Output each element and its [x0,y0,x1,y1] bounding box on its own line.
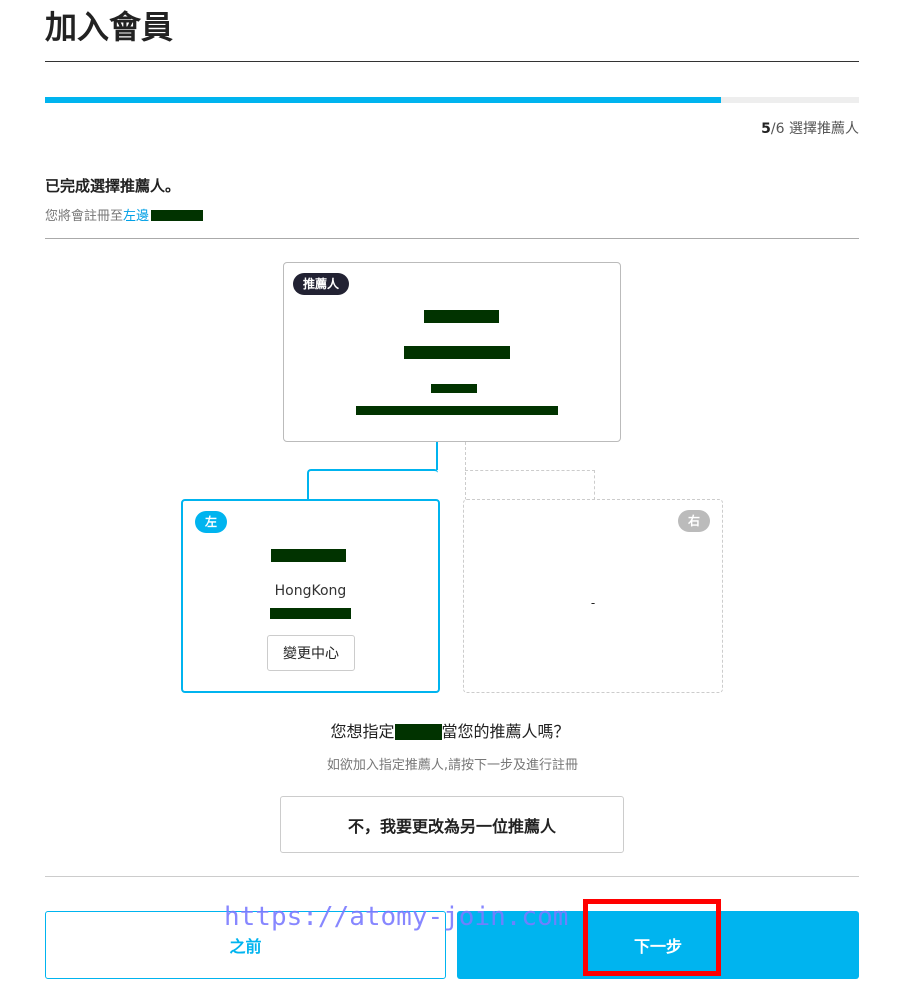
question-suffix: 當您的推薦人嗎？ [441,722,570,741]
sub-side: 左邊 [123,209,150,224]
divider [45,61,859,62]
redaction [424,310,499,323]
tree-connector-dashed [465,442,595,500]
page-title: 加入會員 [45,8,174,46]
status-heading: 已完成選擇推薦人。 [45,177,181,195]
step-indicator: 5/6 選擇推薦人 [761,118,859,138]
watermark: https://atomy-join.com [224,902,569,932]
progress-bar [45,97,859,103]
right-badge: 右 [677,510,710,532]
prev-button[interactable]: 之前 [45,911,446,979]
redaction [394,724,442,740]
left-city: HongKong [274,583,347,599]
sub-prefix: 您將會註冊至 [45,209,124,224]
step-label: 選擇推薦人 [789,121,859,137]
redaction [270,608,351,619]
redaction [271,549,346,562]
left-badge: 左 [195,511,228,533]
divider [45,238,859,239]
tree-connector [436,442,438,470]
step-current: 5 [761,121,771,137]
confirm-hint: 如欲加入指定推薦人,請按下一步及進行註冊 [326,758,579,773]
divider [45,876,859,877]
tree-connector [307,469,438,501]
redaction [356,406,558,415]
sponsor-card: 推薦人 [283,262,621,442]
highlight-box [583,899,721,976]
step-total: /6 [770,121,785,137]
redaction [404,346,510,359]
redaction [431,384,477,393]
right-placeholder: - [590,596,596,610]
status-subtext: 您將會註冊至左邊 [45,205,204,224]
right-position-card[interactable]: 右 - [463,499,723,693]
change-sponsor-button[interactable]: 不，我要更改為另一位推薦人 [280,796,624,853]
tree-connector-dashed [465,470,595,500]
confirm-question: 您想指定 當您的推薦人嗎？ [0,718,900,742]
left-position-card[interactable]: 左 HongKong 變更中心 [181,499,440,693]
question-prefix: 您想指定 [330,722,395,741]
progress-fill [45,97,721,103]
redaction [151,210,204,221]
sponsor-badge: 推薦人 [293,273,350,295]
next-button[interactable]: 下一步 [457,911,859,979]
change-center-button[interactable]: 變更中心 [267,635,355,671]
